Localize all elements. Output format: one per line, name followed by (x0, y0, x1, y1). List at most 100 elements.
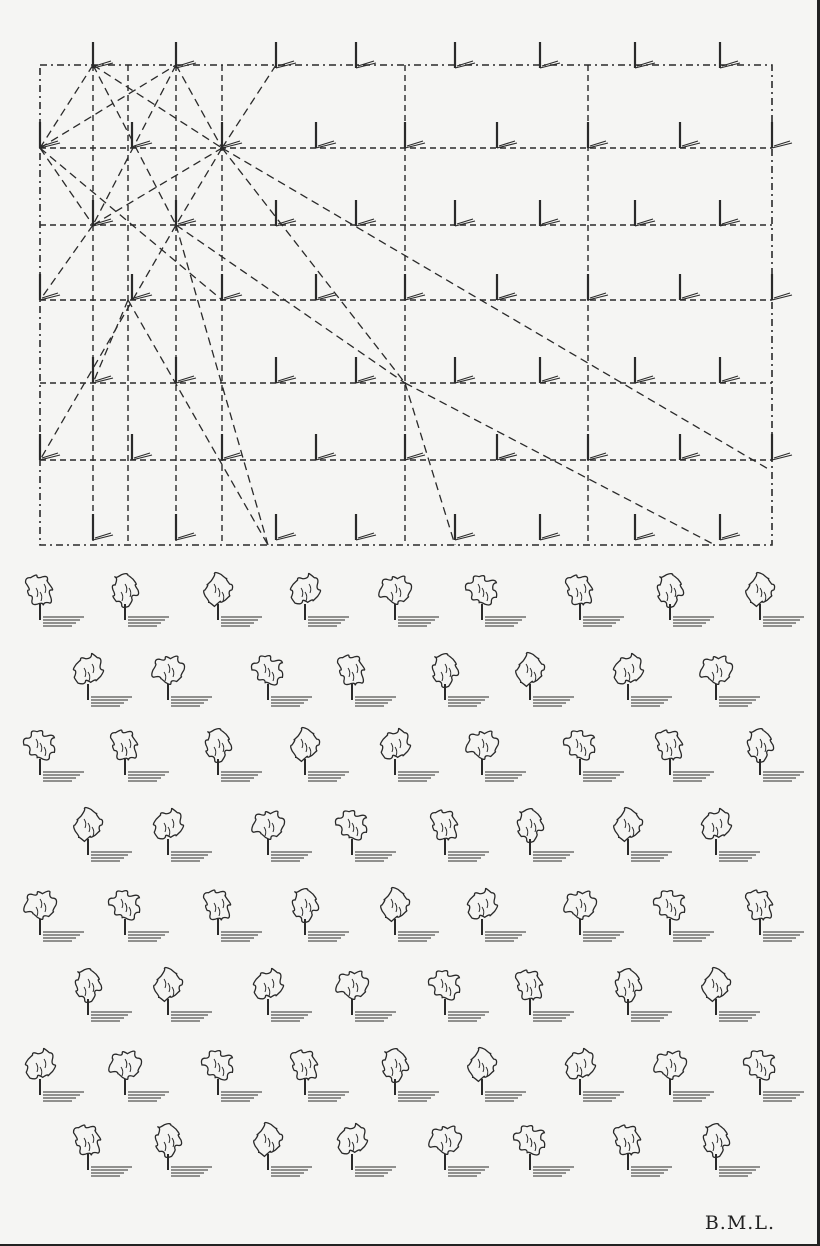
tree-stake-marker (540, 200, 560, 226)
tree-icon (154, 968, 212, 1021)
tree-stake-marker (93, 42, 113, 68)
tree-icon (746, 890, 804, 941)
planting-plan-tree-markers (40, 42, 792, 540)
plan-diagonal-line (222, 148, 770, 470)
tree-icon (109, 1051, 169, 1101)
tree-stake-marker (680, 434, 700, 460)
tree-icon (614, 808, 672, 861)
tree-icon (743, 1051, 804, 1101)
tree-icon (517, 809, 574, 861)
tree-stake-marker (720, 200, 740, 226)
tree-stake-marker (316, 434, 336, 460)
tree-stake-marker (316, 122, 336, 148)
orchard-tree-rows (23, 573, 804, 1176)
tree-stake-marker (497, 274, 517, 300)
tree-icon (382, 1049, 439, 1101)
tree-stake-marker (635, 514, 655, 540)
tree-stake-marker (680, 274, 700, 300)
tree-stake-marker (540, 42, 560, 68)
plan-diagonal-line (40, 65, 93, 148)
plan-diagonal-line (40, 148, 93, 225)
tree-icon (654, 1051, 714, 1101)
tree-stake-marker (455, 200, 475, 226)
tree-icon (468, 1048, 526, 1101)
plan-diagonal-line (40, 225, 93, 300)
tree-icon (204, 573, 262, 626)
tree-icon (338, 655, 396, 706)
tree-stake-marker (405, 122, 425, 148)
tree-stake-marker (316, 274, 336, 300)
tree-stake-marker (176, 42, 196, 68)
plan-diagonal-line (176, 148, 222, 225)
plan-diagonal-line (405, 383, 455, 545)
tree-icon (155, 1124, 212, 1176)
tree-icon (26, 575, 84, 626)
tree-stake-marker (588, 274, 608, 300)
tree-icon (73, 653, 132, 706)
tree-icon (428, 971, 489, 1021)
tree-icon (700, 656, 760, 706)
tree-stake-marker (356, 514, 376, 540)
artist-signature: B.M.L. (705, 1212, 775, 1234)
tree-icon (381, 888, 439, 941)
tree-icon (513, 1126, 574, 1176)
tree-icon (23, 731, 84, 781)
tree-stake-marker (455, 514, 475, 540)
plan-diagonal-line (176, 225, 405, 383)
tree-icon (613, 653, 672, 706)
tree-icon (465, 576, 526, 626)
tree-stake-marker (772, 434, 792, 460)
tree-icon (290, 573, 349, 626)
tree-stake-marker (540, 357, 560, 383)
tree-stake-marker (93, 200, 113, 226)
tree-icon (25, 1048, 84, 1101)
tree-icon (24, 891, 84, 941)
tree-stake-marker (588, 434, 608, 460)
tree-stake-marker (720, 357, 740, 383)
tree-stake-marker (356, 200, 376, 226)
tree-stake-marker (455, 357, 475, 383)
tree-stake-marker (276, 514, 296, 540)
tree-icon (746, 573, 804, 626)
tree-stake-marker (405, 274, 425, 300)
plan-diagonal-line (222, 65, 276, 148)
tree-stake-marker (455, 42, 475, 68)
tree-icon (292, 889, 349, 941)
tree-stake-marker (93, 514, 113, 540)
tree-icon (337, 1123, 396, 1176)
tree-stake-marker (497, 434, 517, 460)
tree-icon (253, 968, 312, 1021)
plan-diagonal-line (222, 148, 405, 383)
tree-icon (701, 808, 760, 861)
tree-icon (566, 575, 624, 626)
tree-stake-marker (176, 514, 196, 540)
tree-icon (336, 971, 396, 1021)
tree-stake-marker (276, 357, 296, 383)
plan-diagonal-line (176, 65, 222, 148)
tree-icon (74, 1125, 132, 1176)
tree-icon (252, 811, 312, 861)
tree-icon (291, 1050, 349, 1101)
tree-stake-marker (635, 42, 655, 68)
tree-stake-marker (720, 514, 740, 540)
plan-diagonal-line (40, 225, 176, 460)
plan-diagonal-line (93, 300, 128, 383)
tree-icon (564, 891, 624, 941)
tree-stake-marker (772, 122, 792, 148)
tree-icon (111, 730, 169, 781)
tree-icon (429, 1126, 489, 1176)
tree-icon (614, 1125, 672, 1176)
tree-icon (254, 1123, 312, 1176)
tree-icon (431, 810, 489, 861)
tree-icon (657, 574, 714, 626)
tree-stake-marker (40, 274, 60, 300)
tree-stake-marker (176, 200, 196, 226)
tree-stake-marker (680, 122, 700, 148)
tree-icon (291, 728, 349, 781)
tree-stake-marker (497, 122, 517, 148)
tree-icon (251, 656, 312, 706)
tree-icon (565, 1048, 624, 1101)
plan-diagonal-line (405, 383, 715, 545)
tree-stake-marker (772, 274, 792, 300)
